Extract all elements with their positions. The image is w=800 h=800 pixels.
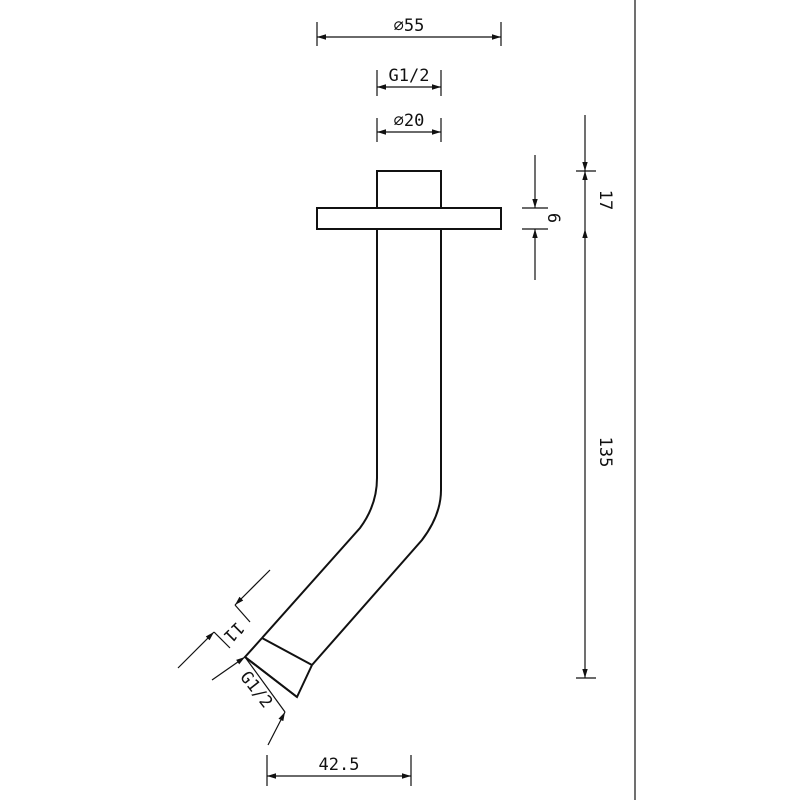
- dim-flange-diameter: ⌀55: [316, 16, 502, 46]
- pipe-diameter-label: ⌀20: [394, 111, 425, 131]
- dim-pipe-diameter: ⌀20: [376, 111, 442, 142]
- dim-horizontal-offset: 42.5: [266, 755, 412, 786]
- dim-top-height: 17: [576, 115, 615, 229]
- top-thread-stub: [376, 170, 442, 209]
- dim-top-thread: G1/2: [376, 66, 442, 96]
- arm-length-label: 135: [595, 437, 615, 468]
- outlet-thread-label: G1/2: [235, 668, 276, 713]
- top-thread-label: G1/2: [389, 66, 430, 86]
- pipe-right-wall: [311, 229, 442, 666]
- flange-thickness-label: 6: [543, 213, 563, 223]
- dim-outlet-thread-length: 11: [177, 569, 271, 669]
- flange-diameter-label: ⌀55: [394, 16, 425, 36]
- dim-flange-thickness: 6: [522, 155, 563, 280]
- horizontal-offset-label: 42.5: [319, 755, 360, 775]
- shower-arm-outline: [243, 170, 502, 699]
- dim-arm-length: 135: [576, 229, 615, 679]
- wall-flange: [316, 207, 502, 230]
- outlet-thread-face: [244, 656, 298, 698]
- top-height-label: 17: [595, 190, 615, 210]
- pipe-left-wall: [261, 229, 378, 639]
- dim-outlet-thread: G1/2: [211, 656, 286, 746]
